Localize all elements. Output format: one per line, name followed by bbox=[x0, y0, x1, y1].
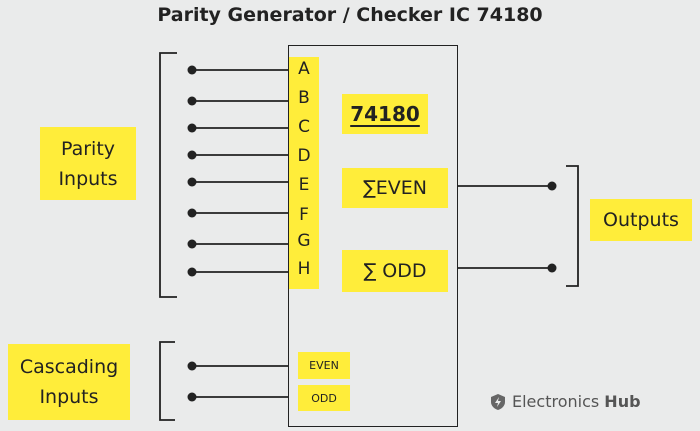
pin-b-label: B bbox=[298, 88, 310, 108]
diagram-title: Parity Generator / Checker IC 74180 bbox=[157, 4, 543, 26]
brand-logo-icon bbox=[491, 393, 505, 410]
input-dot-a bbox=[187, 65, 197, 75]
brand-name-part2: Hub bbox=[604, 392, 641, 411]
parity-inputs-bracket bbox=[159, 52, 177, 298]
cascade-dot-even bbox=[187, 361, 197, 371]
input-dot-h bbox=[187, 267, 197, 277]
cascading-inputs-line2: Inputs bbox=[39, 386, 99, 408]
parity-inputs-line2: Inputs bbox=[58, 167, 118, 190]
pin-e-label: E bbox=[298, 175, 310, 195]
pin-label-strip bbox=[289, 57, 319, 289]
brand-watermark: Electronics Hub bbox=[490, 392, 641, 411]
cascading-inputs-label: Cascading Inputs bbox=[8, 344, 130, 420]
odd-output-label: ∑ ODD bbox=[342, 250, 448, 292]
output-dot-odd bbox=[547, 263, 557, 273]
pin-d-label: D bbox=[297, 146, 311, 166]
pin-f-label: F bbox=[299, 205, 309, 225]
input-dot-g bbox=[187, 239, 197, 249]
pin-a-label: A bbox=[298, 59, 310, 79]
even-output-label: ∑EVEN bbox=[342, 168, 448, 208]
input-dot-d bbox=[187, 150, 197, 160]
input-dot-c bbox=[187, 123, 197, 133]
chip-part-number: 74180 bbox=[342, 94, 428, 134]
output-dot-even bbox=[547, 181, 557, 191]
outputs-label: Outputs bbox=[590, 199, 692, 241]
pin-h-label: H bbox=[297, 259, 311, 279]
input-dot-b bbox=[187, 96, 197, 106]
outputs-bracket bbox=[566, 165, 579, 287]
cascading-inputs-bracket bbox=[159, 341, 175, 421]
input-dot-e bbox=[187, 177, 197, 187]
pin-g-label: G bbox=[297, 231, 311, 251]
pin-c-label: C bbox=[298, 117, 310, 137]
parity-inputs-line1: Parity bbox=[60, 137, 116, 160]
input-dot-f bbox=[187, 208, 197, 218]
brand-name-part1: Electronics bbox=[512, 392, 600, 411]
cascade-odd-pin-label: ODD bbox=[298, 385, 350, 411]
cascade-dot-odd bbox=[187, 392, 197, 402]
parity-inputs-label: Parity Inputs bbox=[40, 127, 136, 200]
cascade-even-pin-label: EVEN bbox=[298, 352, 350, 379]
cascading-inputs-line1: Cascading bbox=[19, 356, 119, 378]
